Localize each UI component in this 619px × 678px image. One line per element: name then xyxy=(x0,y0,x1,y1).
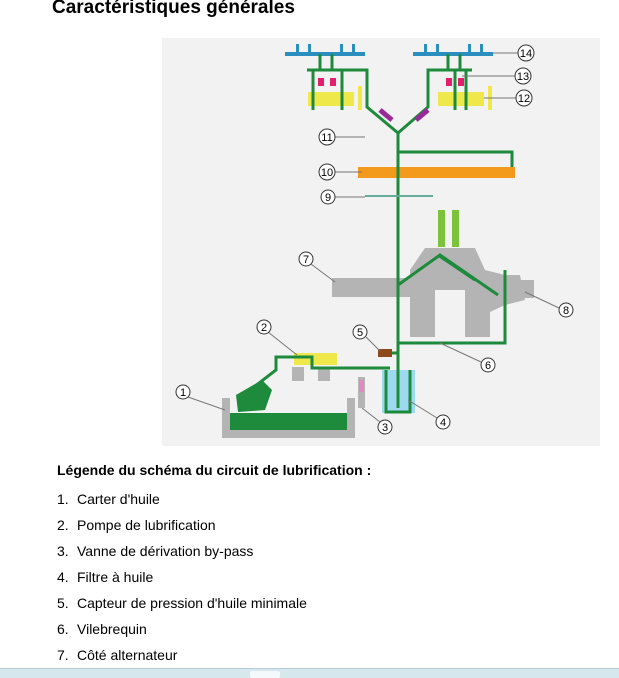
callout-13: 13 xyxy=(514,67,532,85)
callout-14: 14 xyxy=(517,44,535,62)
legend-item: 3.Vanne de dérivation by-pass xyxy=(57,543,254,559)
valve-stems xyxy=(438,210,459,247)
legend-item: 7.Côté alternateur xyxy=(57,647,178,663)
callout-label: 9 xyxy=(325,192,331,204)
callout-label: 3 xyxy=(382,422,388,434)
pump-housing xyxy=(292,367,330,381)
pressure-sensor-5 xyxy=(378,349,392,357)
callout-label: 1 xyxy=(180,387,186,399)
callout-1: 1 xyxy=(175,384,191,400)
valves-13 xyxy=(318,78,464,86)
callout-label: 5 xyxy=(357,327,363,339)
callout-label: 14 xyxy=(520,48,532,60)
callout-6: 6 xyxy=(480,357,496,373)
bypass-valve-3 xyxy=(358,377,365,408)
legend-heading: Légende du schéma du circuit de lubrific… xyxy=(57,462,372,478)
scrollbar-thumb[interactable] xyxy=(250,671,280,678)
crankcase xyxy=(332,248,534,337)
oil-pump-2 xyxy=(294,353,337,365)
horizontal-scrollbar[interactable] xyxy=(0,668,619,678)
callout-label: 7 xyxy=(303,254,309,266)
lubrication-circuit-diagram: 1 2 3 4 5 6 7 8 9 10 11 12 13 14 xyxy=(162,38,600,446)
callout-label: 13 xyxy=(517,71,529,83)
callout-label: 6 xyxy=(485,360,491,372)
callout-9: 9 xyxy=(320,189,336,205)
callouts: 1 2 3 4 5 6 7 8 9 10 11 12 13 14 xyxy=(175,44,574,435)
oil-lines xyxy=(249,54,514,414)
diagram-svg: 1 2 3 4 5 6 7 8 9 10 11 12 13 14 xyxy=(175,44,574,438)
legend-item: 6.Vilebrequin xyxy=(57,621,147,637)
fuel-rails xyxy=(285,44,493,56)
callout-3: 3 xyxy=(377,419,393,435)
callout-7: 7 xyxy=(298,251,314,267)
callout-5: 5 xyxy=(352,324,368,340)
legend-item: 4.Filtre à huile xyxy=(57,569,154,585)
callout-label: 12 xyxy=(518,93,530,105)
callout-11: 11 xyxy=(318,128,336,146)
injectors-12 xyxy=(308,86,492,110)
callout-12: 12 xyxy=(515,89,533,107)
pickup-strainer xyxy=(236,380,272,412)
callout-label: 2 xyxy=(261,322,267,334)
leader-lines xyxy=(187,52,560,423)
legend-list: 1.Carter d'huile 2.Pompe de lubrificatio… xyxy=(57,490,307,672)
callout-label: 4 xyxy=(440,417,446,429)
camshaft-10 xyxy=(358,167,515,178)
legend-item: 5.Capteur de pression d'huile minimale xyxy=(57,595,307,611)
callout-label: 11 xyxy=(321,132,332,144)
callout-2: 2 xyxy=(256,319,272,335)
callout-4: 4 xyxy=(435,414,451,430)
bypass-spring xyxy=(359,380,364,392)
oil-jets-11 xyxy=(378,108,430,122)
legend-item: 2.Pompe de lubrification xyxy=(57,517,216,533)
legend-item: 1.Carter d'huile xyxy=(57,491,160,507)
oil-in-sump xyxy=(230,413,347,430)
callout-10: 10 xyxy=(318,163,336,181)
callout-8: 8 xyxy=(558,302,574,318)
callout-label: 10 xyxy=(321,167,333,179)
callout-label: 8 xyxy=(563,305,569,317)
page-title: Caractéristiques générales xyxy=(52,0,295,18)
